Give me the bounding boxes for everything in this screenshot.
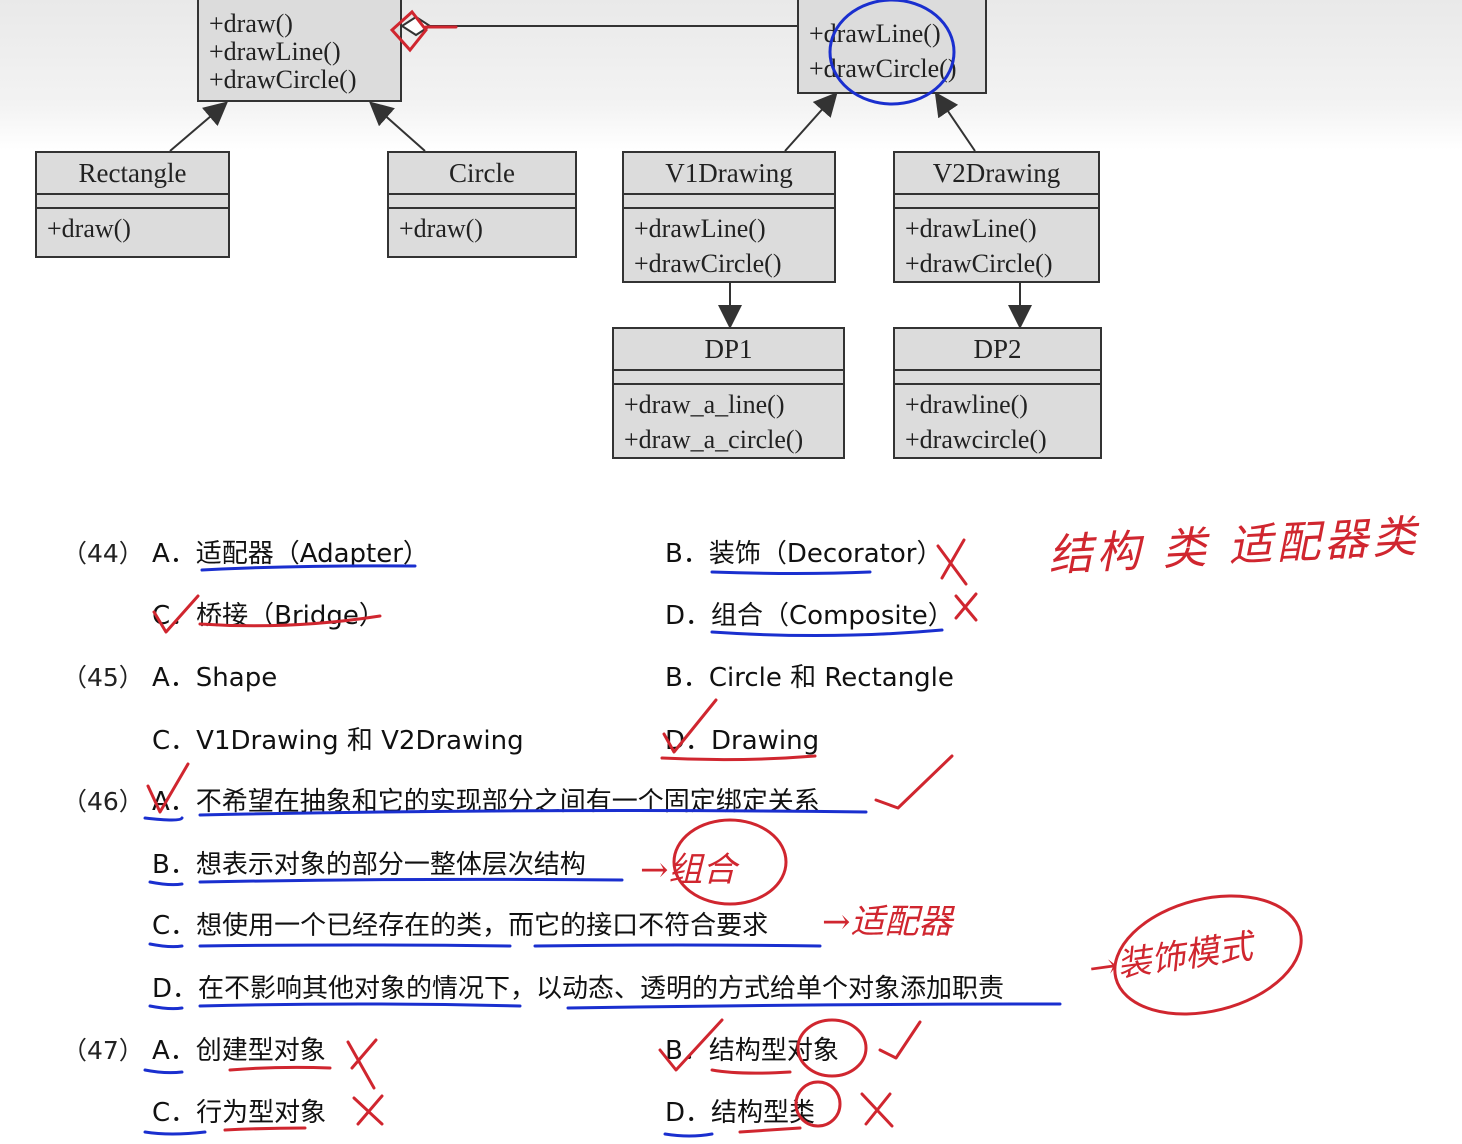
option-46-b: B．想表示对象的部分一整体层次结构 [152,850,586,880]
class-box-implementor: +drawLine() +drawCircle() [797,0,987,94]
circle-duixiang [796,1018,868,1078]
op-draw-a-circle: +draw_a_circle() [624,425,804,454]
op-drawcircle: +drawCircle() [634,249,782,278]
tick-46a-end [874,754,954,810]
handwritten-note-adapter: →适配器 [822,902,953,942]
class-box-v1drawing: V1Drawing +drawLine() +drawCircle() [622,151,836,283]
option-45-c: C．V1Drawing 和 V2Drawing [152,726,524,756]
handwritten-note-composite: →组合 [640,850,737,890]
question-number-44: （44） [62,539,144,568]
option-47-c: C．行为型对象 [152,1098,327,1128]
circle-lei [794,1080,842,1128]
option-47-a: A．创建型对象 [152,1036,326,1066]
circle-zuhe [672,818,788,906]
op-drawcircle: +drawCircle() [905,249,1053,278]
option-46-d: D．在不影响其他对象的情况下，以动态、透明的方式给单个对象添加职责 [152,974,1005,1004]
blue-circle-mark [828,0,956,106]
class-name: DP1 [614,329,843,371]
question-number-45: （45） [62,663,144,692]
tick-47b-end [878,1020,922,1060]
class-attrs [389,195,575,209]
cross-44d [954,592,978,622]
option-45-b: B．Circle 和 Rectangle [665,663,954,693]
tick-44c [152,594,200,634]
class-name: V2Drawing [895,153,1098,195]
tick-45d [662,698,718,754]
cross-47d [860,1092,894,1128]
option-44-d: D．组合（Composite） [665,601,954,631]
class-name: Circle [389,153,575,195]
red-marks [146,538,1303,1134]
class-attrs [37,195,228,209]
op-drawcircle: +drawCircle() [209,65,357,94]
class-attrs [614,371,843,385]
class-attrs [895,371,1100,385]
tick-46a [146,762,190,814]
class-attrs [624,195,834,209]
inherit-v2-arrow [934,91,976,152]
circle-zhuangshi [1113,894,1303,1016]
cross-44b [936,538,968,586]
class-name: V1Drawing [624,153,834,195]
op-drawline: +drawLine() [209,37,341,66]
cross-47a [346,1038,378,1090]
red-diamond-mark [389,9,458,53]
class-box-dp1: DP1 +draw_a_line() +draw_a_circle() [612,327,845,459]
inherit-v1-arrow [784,92,838,152]
class-box-dp2: DP2 +drawline() +drawcircle() [893,327,1102,459]
inherit-circle-arrow [369,101,426,152]
class-name: DP2 [895,329,1100,371]
option-47-d: D．结构型类 [665,1098,816,1128]
cross-47c [352,1094,384,1126]
class-box-v2drawing: V2Drawing +drawLine() +drawCircle() [893,151,1100,283]
option-46-c: C．想使用一个已经存在的类，而它的接口不符合要求 [152,911,769,941]
question-number-46: （46） [62,787,144,816]
class-box-rectangle: Rectangle +draw() [35,151,230,258]
op-draw-a-line: +draw_a_line() [624,390,785,419]
class-box-drawing: +draw() +drawLine() +drawCircle() [197,0,402,102]
op-drawline: +drawline() [905,390,1028,419]
op-draw: +draw() [47,214,131,243]
option-44-b: B．装饰（Decorator） [665,539,943,569]
inherit-rect-arrow [169,101,229,152]
option-45-a: A．Shape [152,663,278,693]
blue-underlines [143,564,1062,1138]
question-number-47: （47） [62,1036,144,1065]
op-drawline: +drawLine() [905,214,1037,243]
class-attrs [895,195,1098,209]
tick-47b [658,1018,724,1072]
op-drawcircle: +drawcircle() [905,425,1047,454]
class-box-circle: Circle +draw() [387,151,577,258]
op-drawline: +drawLine() [634,214,766,243]
option-44-a: A．适配器（Adapter） [152,539,429,569]
op-draw: +draw() [399,214,483,243]
class-name: Rectangle [37,153,228,195]
op-draw: +draw() [209,9,293,38]
